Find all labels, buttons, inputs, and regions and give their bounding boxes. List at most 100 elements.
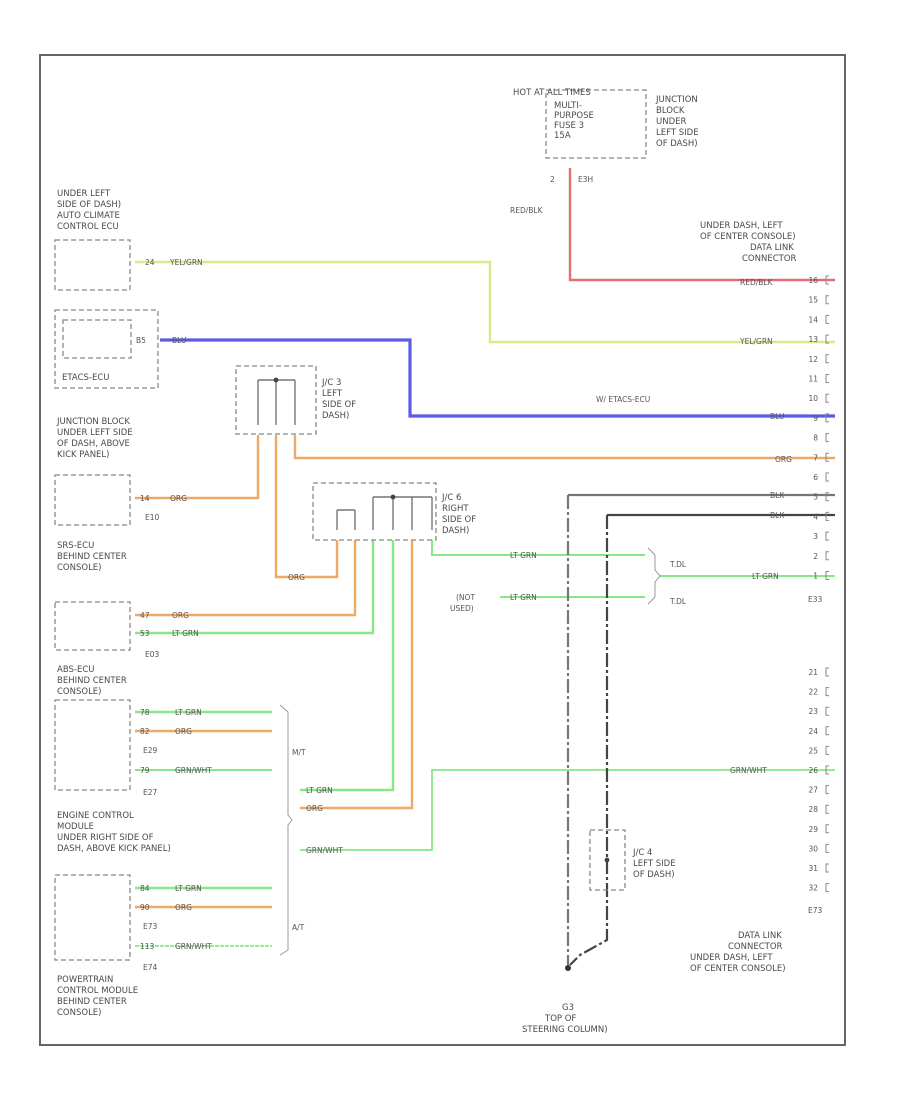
srs-org-label: ORG bbox=[170, 494, 187, 503]
auto-climate-pin: 24 bbox=[145, 258, 155, 267]
dlc-top-pin-bracket-14 bbox=[825, 314, 829, 324]
dlc-top-pin-bracket-5 bbox=[825, 492, 829, 502]
dlc-bottom-pin-24: 24 bbox=[808, 727, 818, 736]
etacs-inner-box bbox=[62, 319, 132, 359]
dlc-top-pin-bracket-6 bbox=[825, 472, 829, 482]
wire-ltgrn-tdl-1 bbox=[431, 540, 645, 556]
dlc-bottom-pin-bracket-27 bbox=[825, 785, 829, 795]
ltgrn-label-tdl-1: LT GRN bbox=[510, 551, 537, 560]
dlc-bottom-pin-21: 21 bbox=[808, 668, 818, 677]
grnwht-label-dlc: GRN/WHT bbox=[730, 766, 767, 775]
dlc-bottom-pin-bracket-32 bbox=[825, 883, 829, 893]
pcm-pin-2: 90 bbox=[140, 903, 150, 912]
dlc-top-pin-12: 12 bbox=[808, 355, 818, 364]
dlc-bottom-brackets bbox=[825, 667, 829, 893]
abs-box bbox=[54, 601, 131, 651]
grnwht-label-mt: GRN/WHT bbox=[306, 846, 343, 855]
at-bracket bbox=[279, 819, 293, 956]
org-label-dlc: ORG bbox=[775, 455, 792, 464]
dlc-bottom-pin-bracket-28 bbox=[825, 804, 829, 814]
dlc-bottom-pin-26: 26 bbox=[808, 766, 818, 775]
tdl-bracket bbox=[647, 547, 661, 605]
dlc-top-pin-3: 3 bbox=[813, 532, 818, 541]
ltgrn-label-tdl-2: LT GRN bbox=[510, 593, 537, 602]
blk-label-1: BLK bbox=[770, 491, 785, 500]
wire-org-jc3-dlc bbox=[293, 435, 835, 460]
dlc-top-conn: E33 bbox=[808, 595, 823, 604]
pcm-grnwht-label: GRN/WHT bbox=[175, 942, 212, 951]
abs-org-label: ORG bbox=[172, 611, 189, 620]
dlc-bottom-pin-27: 27 bbox=[808, 786, 818, 795]
wire-org-srs bbox=[135, 435, 260, 500]
fuse-box bbox=[545, 89, 647, 159]
abs-pin-2: 53 bbox=[140, 629, 150, 638]
dlc-top-pin-bracket-7 bbox=[825, 452, 829, 462]
dlc-top-pin-bracket-3 bbox=[825, 531, 829, 541]
etacs-note: W/ ETACS-ECU bbox=[596, 395, 650, 404]
ltgrn-label-dlc: LT GRN bbox=[752, 572, 779, 581]
dlc-bottom-pin-bracket-26 bbox=[825, 765, 829, 775]
jc6-node bbox=[390, 494, 396, 500]
dlc-top-pin-bracket-12 bbox=[825, 354, 829, 364]
ecm-pin-2: 82 bbox=[140, 727, 150, 736]
dlc-top-pin-bracket-13 bbox=[825, 334, 829, 344]
pcm-conn-2: E74 bbox=[143, 963, 158, 972]
ecm-conn-1: E29 bbox=[143, 746, 158, 755]
tdl-label-1: T.DL bbox=[669, 560, 687, 569]
mt-label: M/T bbox=[292, 748, 306, 757]
dlc-top-pin-5: 5 bbox=[813, 493, 818, 502]
dlc-top-pin-10: 10 bbox=[808, 394, 818, 403]
dlc-top-pin-6: 6 bbox=[813, 473, 818, 482]
yel-grn-label-1: YEL/GRN bbox=[169, 258, 203, 267]
dlc-top-pin-7: 7 bbox=[813, 453, 818, 462]
dlc-bottom-pin-bracket-24 bbox=[825, 726, 829, 736]
dlc-top-pin-bracket-15 bbox=[825, 295, 829, 305]
blu-label-1: BLU bbox=[172, 336, 186, 345]
dlc-top-pin-15: 15 bbox=[808, 296, 818, 305]
wire-org-jc3-jc6 bbox=[274, 435, 339, 579]
etacs-pin: B5 bbox=[136, 336, 146, 345]
diagram-frame bbox=[39, 54, 846, 1046]
pcm-pin-1: 84 bbox=[140, 884, 150, 893]
ecm-ltgrn-label: LT GRN bbox=[175, 708, 202, 717]
pcm-pin-3: 113 bbox=[140, 942, 155, 951]
jc3-node bbox=[273, 377, 279, 383]
mt-bracket bbox=[279, 704, 293, 821]
dlc-bottom-pin-bracket-31 bbox=[825, 863, 829, 873]
blu-label-2: BLU bbox=[770, 412, 784, 421]
dlc-top-pin-bracket-11 bbox=[825, 374, 829, 383]
dlc-top-pin-2: 2 bbox=[813, 552, 818, 561]
ecm-conn-2: E27 bbox=[143, 788, 158, 797]
tdl-label-2: T.DL bbox=[669, 597, 687, 606]
yel-grn-label-2: YEL/GRN bbox=[739, 337, 773, 346]
dlc-bottom-pin-25: 25 bbox=[808, 746, 818, 755]
fuse-conn: E3H bbox=[578, 175, 593, 184]
dlc-bottom-pin-bracket-30 bbox=[825, 843, 829, 853]
dlc-top-pin-bracket-16 bbox=[825, 275, 829, 285]
dlc-top-pin-bracket-1 bbox=[825, 571, 829, 580]
etacs-label: ETACS-ECU bbox=[62, 373, 110, 383]
wire-grnwht-dlc bbox=[300, 769, 835, 851]
ground-point bbox=[565, 965, 571, 971]
ecm-box bbox=[54, 699, 131, 791]
dlc-bottom-pin-23: 23 bbox=[808, 707, 818, 716]
dlc-top-pin-bracket-8 bbox=[825, 433, 829, 443]
dlc-red-wire-label: RED/BLK bbox=[740, 278, 774, 287]
pcm-box bbox=[54, 874, 131, 961]
wire-org-jc6-mt bbox=[300, 540, 414, 810]
fuse-wire-label: RED/BLK bbox=[510, 206, 544, 215]
jc4-box bbox=[589, 829, 626, 891]
srs-conn: E10 bbox=[145, 513, 160, 522]
dlc-bottom-pin-28: 28 bbox=[808, 805, 818, 814]
etacs-box bbox=[54, 309, 159, 389]
